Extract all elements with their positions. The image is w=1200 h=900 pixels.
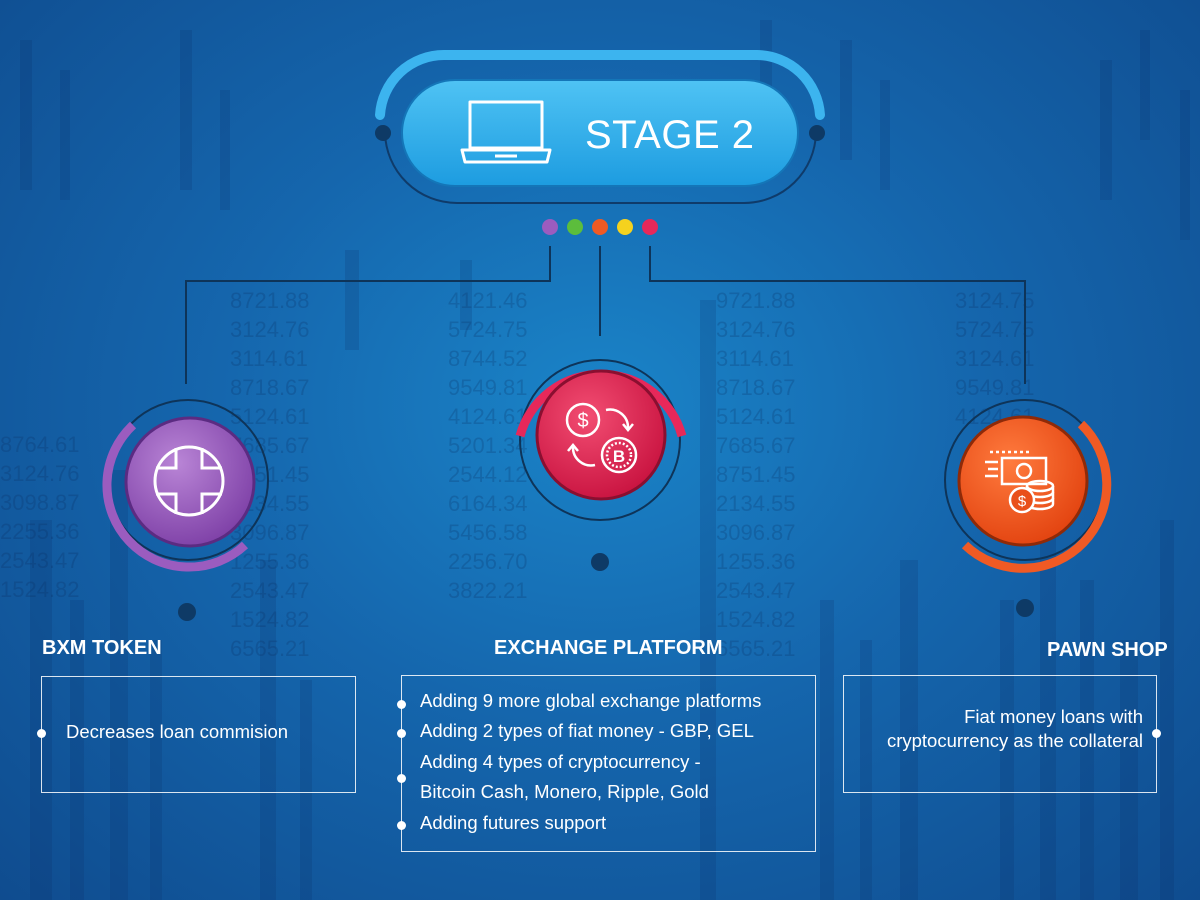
crypto-exchange-icon: $ B xyxy=(565,402,638,474)
svg-text:$: $ xyxy=(577,410,588,432)
crosshair-target-icon xyxy=(153,445,225,517)
bxm-token-bullet xyxy=(37,729,46,738)
exchange-platform-node xyxy=(515,359,687,571)
stage-header xyxy=(375,49,825,204)
stage-title: STAGE 2 xyxy=(585,113,755,157)
exchange-bullet-4 xyxy=(397,821,406,830)
pawn-shop-item-1: Fiat money loans with xyxy=(964,706,1143,727)
exchange-platform-box xyxy=(401,675,816,852)
exchange-item-5: Adding futures support xyxy=(420,812,607,833)
dot-crimson xyxy=(642,219,658,235)
money-coins-icon: $ xyxy=(985,450,1055,514)
connector-lines xyxy=(185,246,1026,384)
dot-yellow xyxy=(617,219,633,235)
exchange-bullet-1 xyxy=(397,700,406,709)
pawn-shop-node xyxy=(944,399,1112,617)
exchange-bullet-2 xyxy=(397,729,406,738)
color-dots xyxy=(542,219,658,235)
bxm-token-node xyxy=(102,399,269,621)
dot-purple xyxy=(542,219,558,235)
exchange-item-3: Adding 4 types of cryptocurrency - xyxy=(420,751,701,772)
exchange-platform-title: EXCHANGE PLATFORM xyxy=(494,637,723,659)
exchange-item-2: Adding 2 types of fiat money - GBP, GEL xyxy=(420,720,754,741)
background-numbers-right: 9721.88 3124.76 3114.61 8718.67 5124.61 … xyxy=(716,288,796,661)
laptop-icon xyxy=(460,100,552,164)
background-numbers-center: 4121.46 5724.75 8744.52 9549.81 4124.61 … xyxy=(448,288,528,603)
background-numbers-far-left: 8764.61 3124.76 3098.87 2255.36 2543.47 … xyxy=(0,432,80,602)
bxm-token-title: BXM TOKEN xyxy=(42,637,162,659)
pawn-shop-bullet xyxy=(1152,729,1161,738)
bxm-token-item: Decreases loan commision xyxy=(66,721,289,742)
svg-text:B: B xyxy=(613,447,625,466)
pawn-shop-item-2: cryptocurrency as the collateral xyxy=(886,730,1143,751)
exchange-bullet-3 xyxy=(397,774,406,783)
svg-text:$: $ xyxy=(1018,493,1027,510)
pawn-shop-title: PAWN SHOP xyxy=(1047,639,1168,661)
dot-orange xyxy=(592,219,608,235)
exchange-item-1: Adding 9 more global exchange platforms xyxy=(420,690,762,711)
dot-green xyxy=(567,219,583,235)
exchange-item-4: Bitcoin Cash, Monero, Ripple, Gold xyxy=(420,781,709,802)
